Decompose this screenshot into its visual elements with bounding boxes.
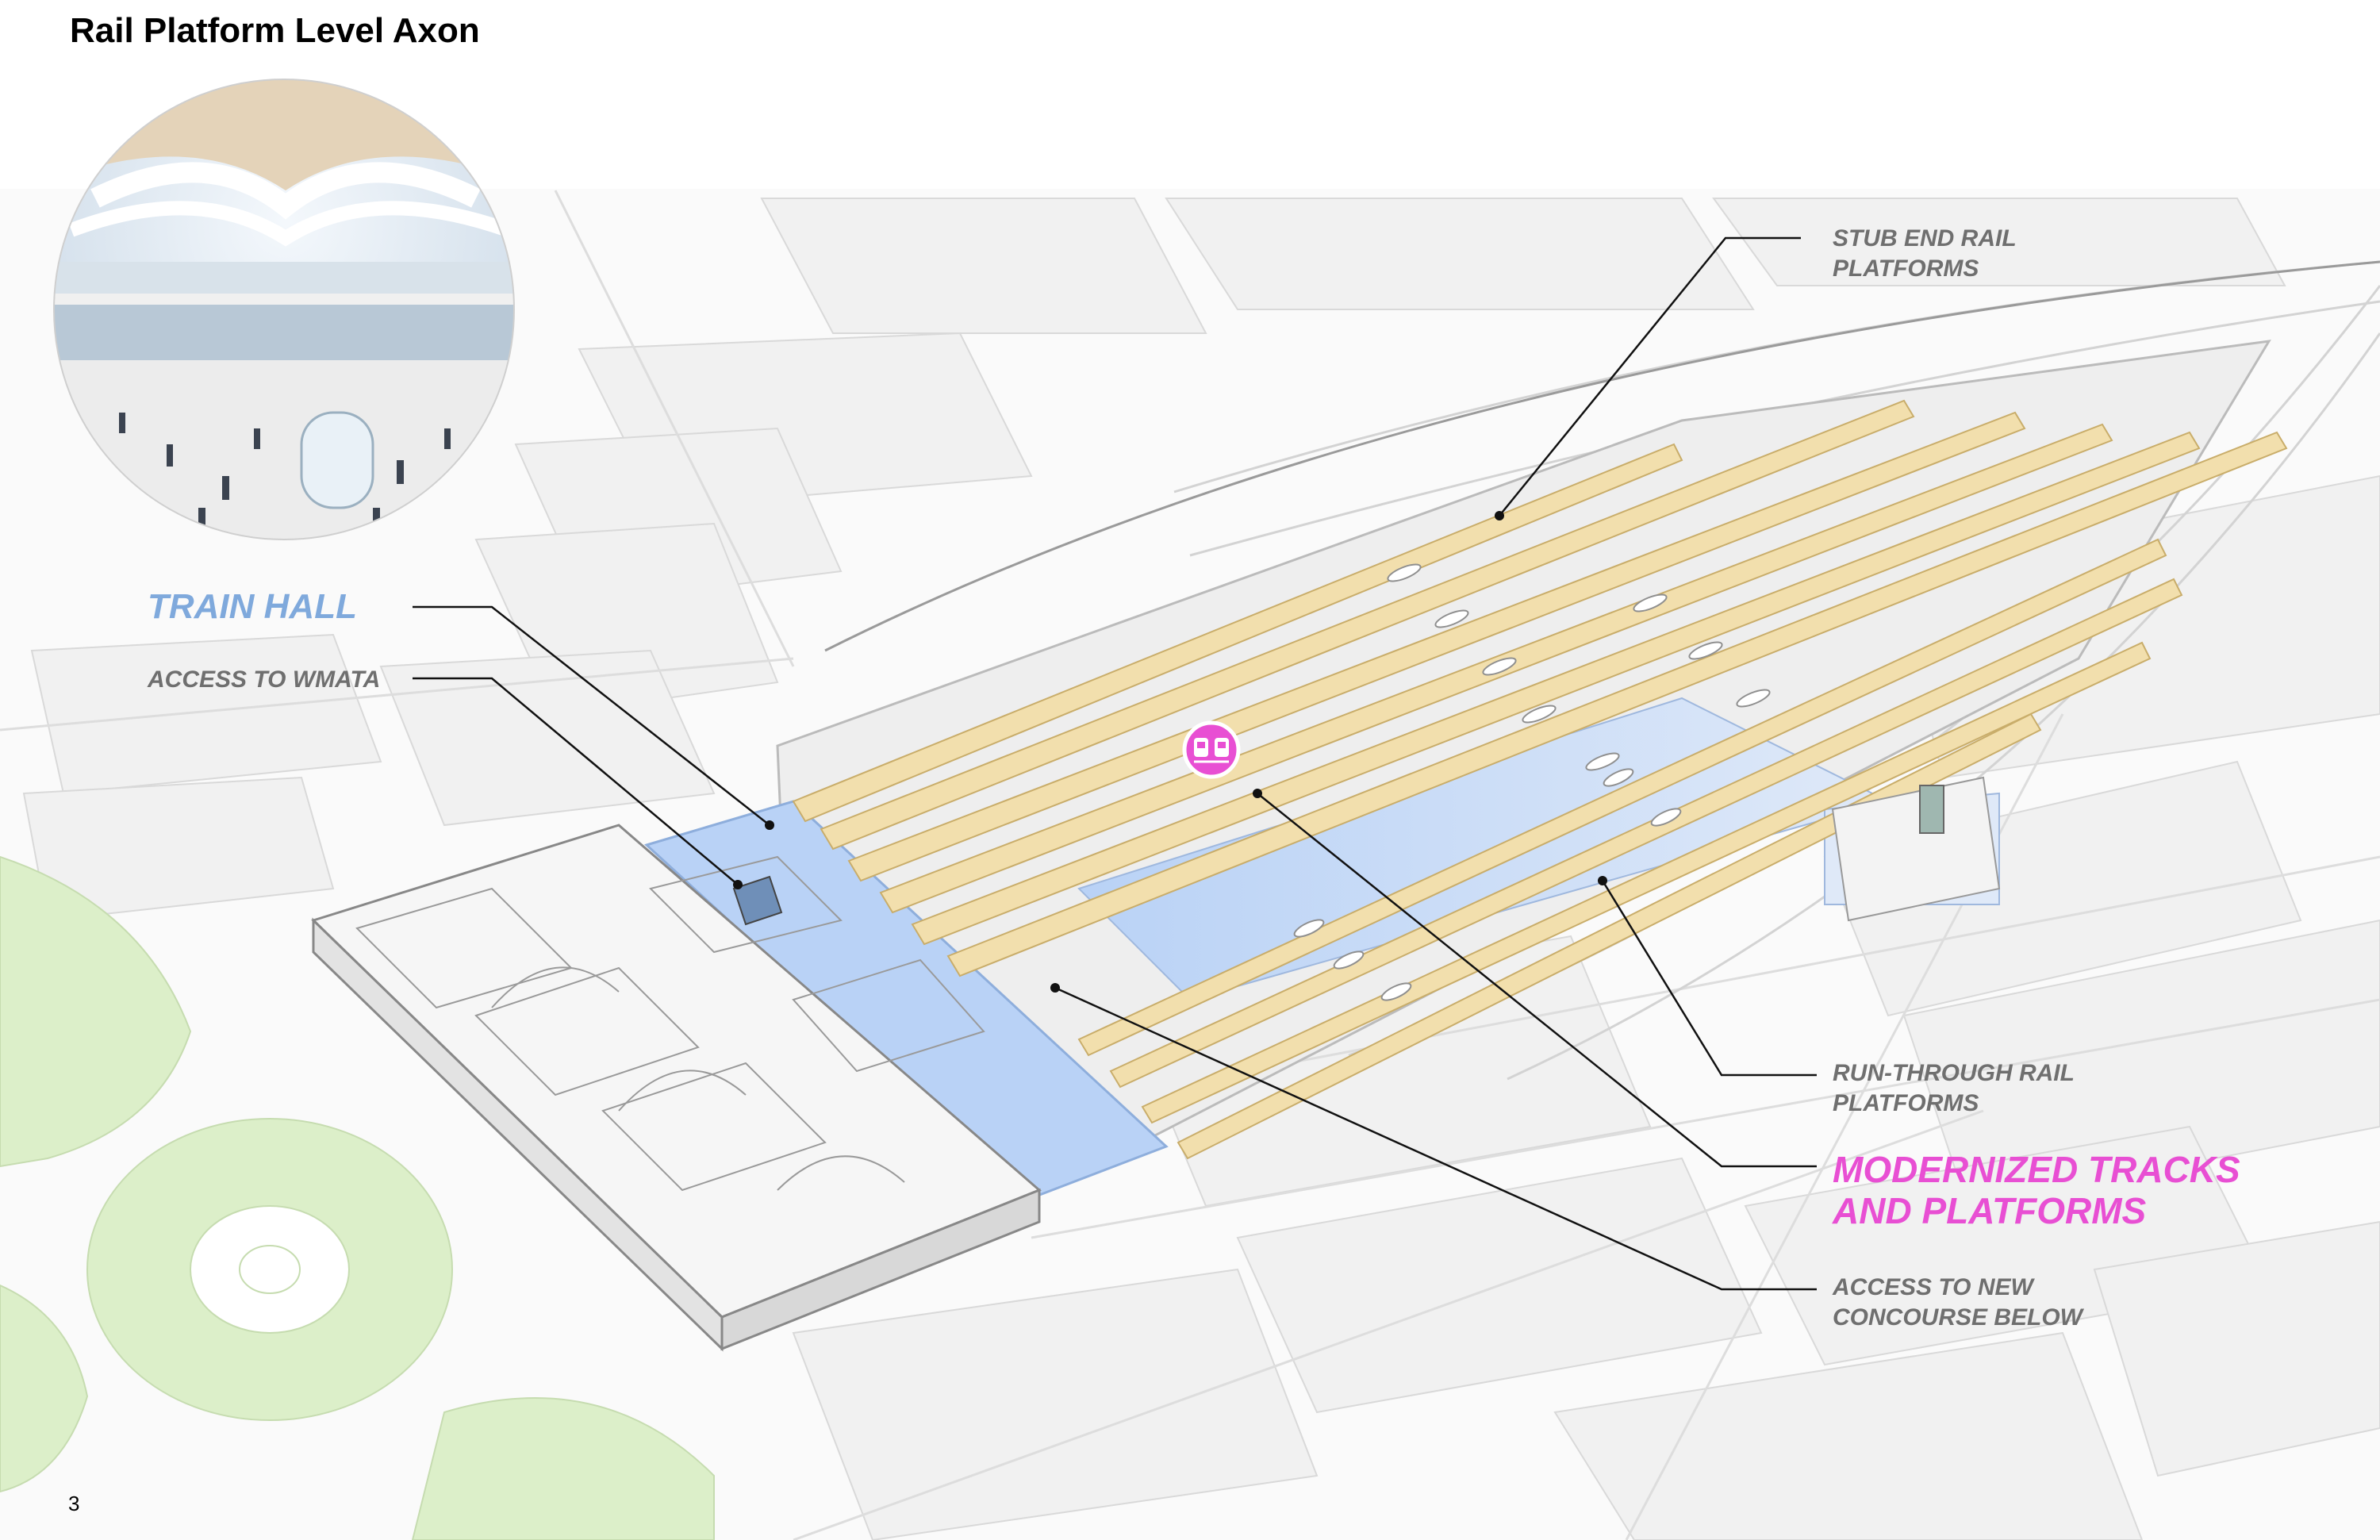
leader-concourse (1054, 986, 1817, 1291)
rail-corridor-edge (824, 260, 2380, 652)
green-space-paths (190, 1205, 350, 1334)
leader-stub-end (1499, 236, 1801, 517)
leader-dots (733, 511, 1607, 993)
leader-lines (413, 236, 1817, 1291)
east-elevator-core (1919, 785, 1944, 834)
city-blocks (22, 198, 2380, 1540)
leader-train-hall (413, 605, 770, 826)
label-modernized-tracks: MODERNIZED TRACKS AND PLATFORMS (1833, 1149, 2240, 1231)
train-station-icon (1182, 720, 1241, 779)
platform-access-openings (1293, 563, 1771, 1001)
leader-run-through (1601, 880, 1817, 1077)
leader-wmata (413, 677, 739, 885)
label-stub-end-platforms: STUB END RAIL PLATFORMS (1833, 225, 2017, 282)
inset-frame (53, 79, 515, 540)
wmata-access-stair (732, 875, 783, 926)
label-access-wmata: ACCESS TO WMATA (148, 666, 381, 693)
label-access-new-concourse: ACCESS TO NEW CONCOURSE BELOW (1833, 1274, 2082, 1331)
leader-modernized (1257, 793, 1817, 1168)
page-title: Rail Platform Level Axon (70, 11, 480, 50)
label-train-hall: TRAIN HALL (148, 587, 357, 626)
label-run-through-platforms: RUN-THROUGH RAIL PLATFORMS (1833, 1060, 2075, 1116)
page-number: 3 (68, 1492, 80, 1515)
run-through-platforms (1077, 538, 2183, 1160)
union-station-building (311, 824, 1042, 1352)
